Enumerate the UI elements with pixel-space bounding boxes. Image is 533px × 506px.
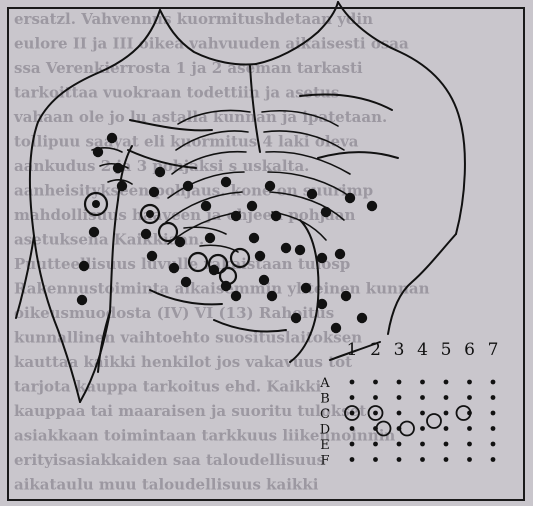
- figure-border: [7, 7, 525, 501]
